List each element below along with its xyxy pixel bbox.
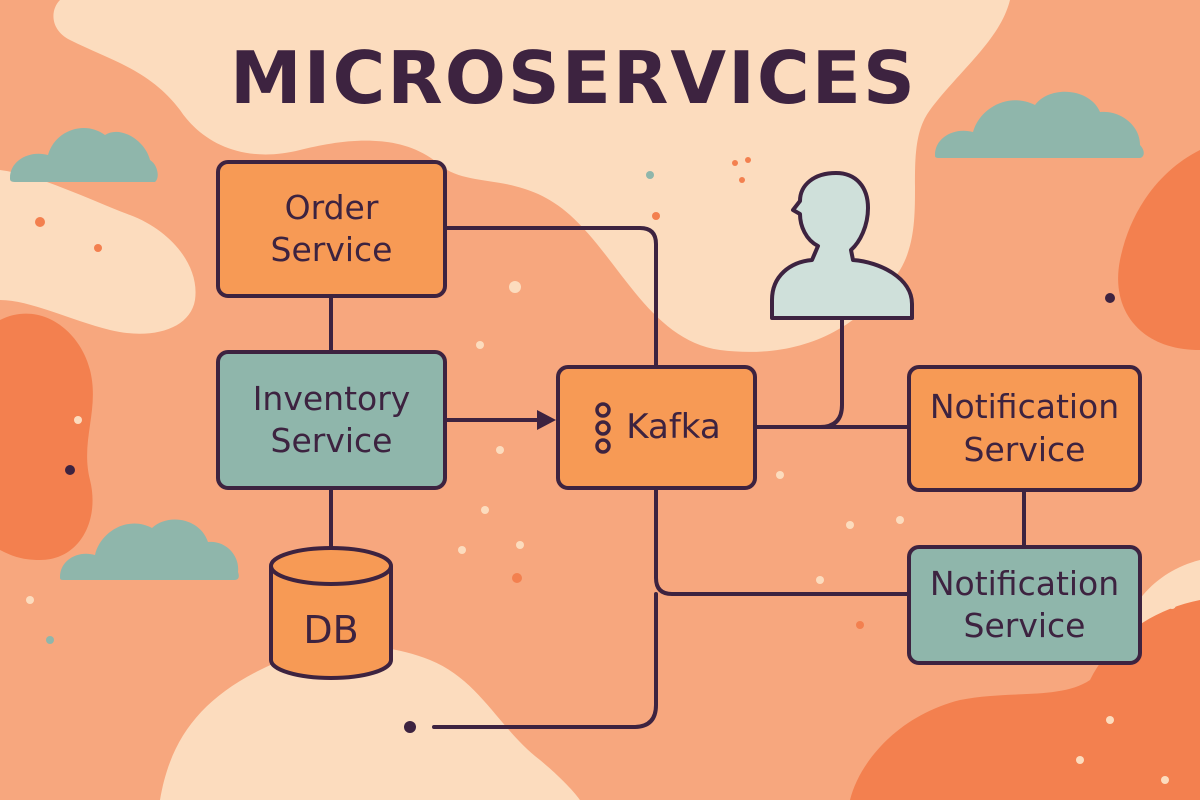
cloud-top-right — [935, 91, 1144, 158]
dark-blob-right-top — [1118, 150, 1200, 350]
edge-kafka-to-external-dot — [432, 592, 658, 729]
inventory-service-node: Inventory Service — [216, 350, 447, 490]
order-service-label: Order Service — [270, 187, 393, 269]
kafka-label: Kafka — [626, 406, 721, 447]
dark-blob-left — [0, 313, 93, 560]
notification-service-node-2: Notification Service — [907, 545, 1142, 665]
edge-arrowhead — [537, 410, 556, 430]
database-cylinder — [269, 546, 393, 680]
notification-service-node-1: Notification Service — [907, 365, 1142, 492]
cloud-mid-left — [60, 519, 239, 580]
external-endpoint-dot — [404, 721, 416, 733]
kafka-node: Kafka — [556, 365, 757, 490]
notification-service-2-label: Notification Service — [929, 563, 1120, 645]
light-blob-bottom — [160, 646, 580, 800]
notification-service-1-label: Notification Service — [929, 387, 1120, 469]
inventory-service-label: Inventory Service — [252, 378, 411, 460]
connectors — [329, 226, 1026, 729]
cloud-top-left — [10, 127, 158, 182]
page-title: MICROSERVICES — [230, 36, 917, 120]
light-blob-top — [53, 0, 1010, 352]
user-icon — [770, 171, 914, 320]
edge-kafka-to-notification-2 — [654, 488, 909, 596]
order-service-node: Order Service — [216, 160, 447, 298]
confetti-dots — [26, 157, 1176, 784]
database-label: DB — [303, 608, 359, 652]
edge-order-to-kafka — [445, 226, 658, 367]
kafka-icon — [592, 401, 614, 454]
edge-user-to-kafka — [818, 316, 844, 429]
